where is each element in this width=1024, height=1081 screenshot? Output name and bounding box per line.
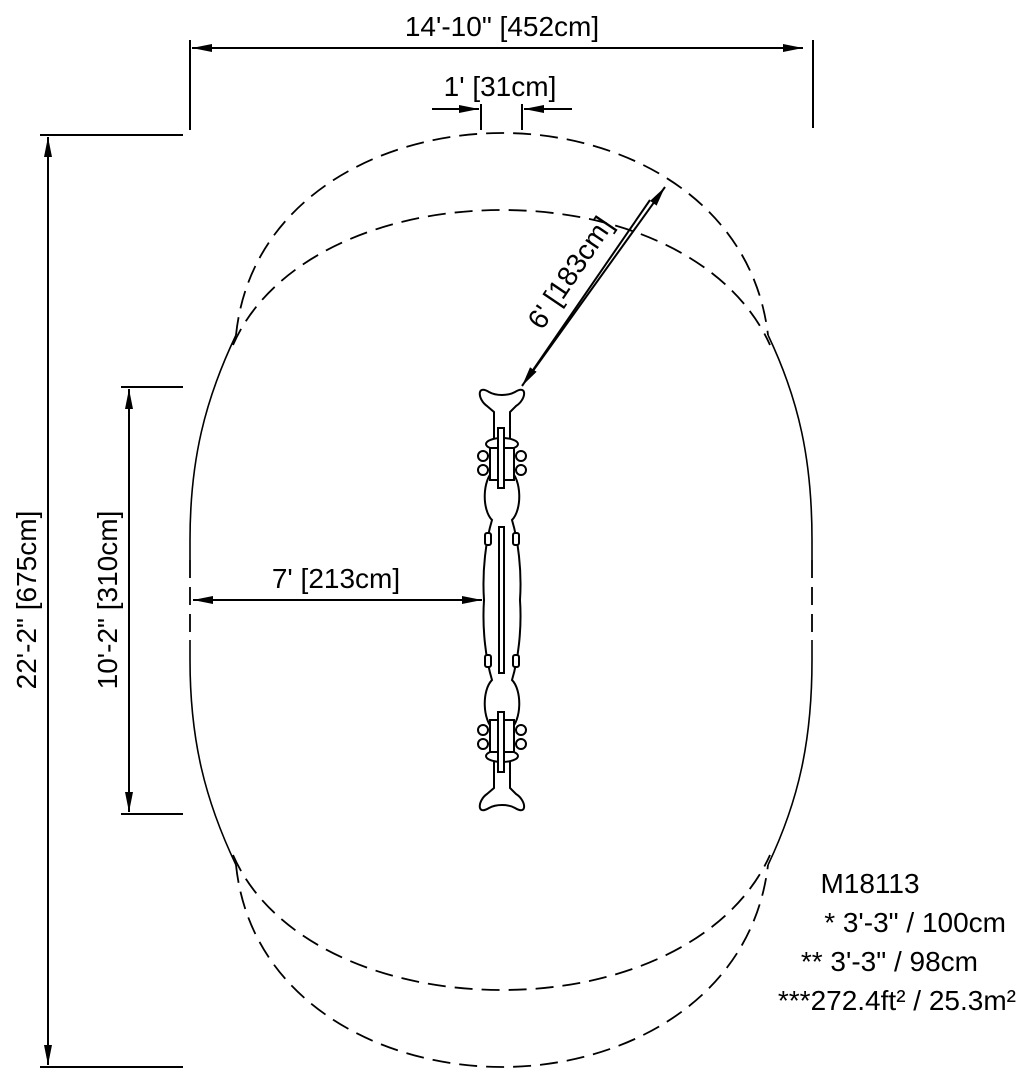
seesaw-equipment xyxy=(477,388,527,812)
side-clearance-label: 7' [213cm] xyxy=(272,563,400,594)
equipment-width-label: 1' [31cm] xyxy=(444,71,557,102)
overall-width-dimension: 14'-10" [452cm] xyxy=(189,11,814,130)
equipment-length-label: 10'-2" [310cm] xyxy=(92,511,123,690)
spec-notes: M18113 * 3'-3" / 100cm ** 3'-3" / 98cm *… xyxy=(778,868,1016,1016)
use-zone-outline xyxy=(189,132,813,1068)
note-2: ** 3'-3" / 98cm xyxy=(801,946,978,977)
note-3: ***272.4ft² / 25.3m² xyxy=(778,985,1016,1016)
equipment-length-dimension: 10'-2" [310cm] xyxy=(92,386,183,815)
overall-length-dimension: 22'-2" [675cm] xyxy=(11,134,183,1068)
overall-width-label: 14'-10" [452cm] xyxy=(405,11,599,42)
side-clearance-dimension: 7' [213cm] xyxy=(193,563,482,604)
equipment-width-dimension: 1' [31cm] xyxy=(432,71,572,130)
model-number: M18113 xyxy=(820,868,919,899)
end-clearance-dimension: 6' [183cm] xyxy=(521,186,666,387)
overall-length-label: 22'-2" [675cm] xyxy=(11,511,42,690)
note-1: * 3'-3" / 100cm xyxy=(824,907,1006,938)
